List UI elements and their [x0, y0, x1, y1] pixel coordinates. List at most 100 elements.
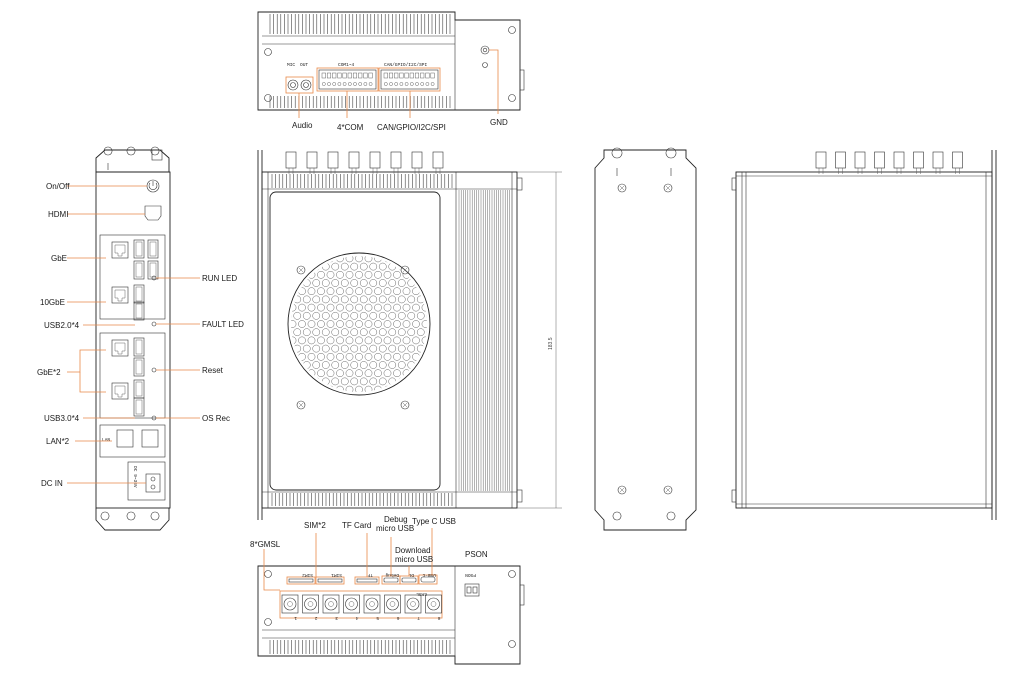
screw-icon — [617, 485, 627, 495]
gmsl-connector-icon — [815, 151, 827, 169]
usb-port-icon — [133, 284, 145, 304]
label-reset: Reset — [202, 366, 224, 375]
ethernet-port-icon — [111, 339, 129, 357]
gmsl-port-number: 6 — [397, 615, 400, 621]
gmsl-port-number: 3 — [335, 615, 338, 621]
silk-tf: TF — [367, 572, 373, 578]
line-out-jack-icon — [300, 79, 312, 91]
fan-cover — [269, 191, 441, 491]
usb-port-icon — [147, 260, 159, 280]
gmsl-port-number: 4 — [356, 615, 359, 621]
dimension-height: 183.5 — [548, 337, 554, 350]
label-gmsl: 8*GMSL — [250, 540, 281, 549]
reset-button-icon — [151, 367, 157, 373]
right-view-outline — [594, 149, 697, 531]
silk-debug: Debug — [385, 572, 399, 578]
run-led-icon — [151, 275, 157, 281]
gmsl-port-icon — [404, 594, 422, 614]
fault-led-icon — [151, 321, 157, 327]
back-view — [731, 150, 997, 520]
label-fault-led: FAULT LED — [202, 320, 244, 329]
top-view-outline — [257, 11, 521, 111]
screw-icon — [296, 400, 306, 410]
screw-icon — [508, 94, 516, 102]
usb-port-icon — [133, 301, 145, 321]
lan-port-icon — [116, 429, 134, 448]
label-usb2: USB2.0*4 — [44, 321, 80, 330]
silk-sim1: SIM1 — [331, 572, 342, 578]
screw-icon — [508, 640, 516, 648]
lan-port-icon — [141, 429, 159, 448]
label-lan2: LAN*2 — [46, 437, 70, 446]
front-view: 183.5 — [257, 150, 562, 520]
top-view: MIC OUT COM1~4 CAN/GPIO/I2C/SPI Audio 4*… — [257, 11, 525, 132]
silk-usbc: USB-C — [422, 572, 436, 578]
gmsl-port-number: 7 — [417, 615, 420, 621]
screw-icon — [617, 183, 627, 193]
download-usb-port-icon — [401, 577, 417, 583]
label-typec: Type C USB — [412, 517, 456, 526]
com-terminal-block — [318, 69, 377, 90]
right-side-view — [594, 147, 697, 531]
silk-pson: PSON — [465, 572, 476, 578]
screw-icon — [264, 48, 272, 56]
label-tf: TF Card — [342, 521, 371, 530]
debug-usb-port-icon — [383, 577, 399, 583]
screw-icon — [400, 400, 410, 410]
screw-icon — [508, 570, 516, 578]
label-onoff: On/Off — [46, 182, 70, 191]
gmsl-connector-icon — [306, 151, 318, 169]
silk-gmsl: GMSL — [416, 591, 427, 597]
label-os-rec: OS Rec — [202, 414, 230, 423]
usb-port-icon — [133, 397, 145, 417]
usb-port-icon — [133, 239, 145, 259]
gmsl-connector-icon — [874, 151, 885, 169]
label-debug-1: Debug — [384, 515, 408, 524]
usb-port-icon — [147, 239, 159, 259]
label-debug-2: micro USB — [376, 524, 414, 533]
gmsl-port-number: 5 — [376, 615, 379, 621]
label-audio: Audio — [292, 121, 313, 130]
silk-com: COM1~4 — [338, 62, 355, 68]
screw-icon — [296, 265, 306, 275]
screw-icon — [400, 265, 410, 275]
gmsl-connector-icon — [913, 151, 924, 169]
gmsl-port-icon — [322, 594, 340, 614]
gmsl-connector-icon — [327, 151, 339, 169]
gmsl-connector-icon — [348, 151, 360, 169]
label-pson: PSON — [465, 550, 488, 559]
gmsl-connector-icon — [893, 151, 905, 169]
gmsl-connector-icon — [854, 151, 866, 169]
gmsl-port-icon — [384, 594, 401, 614]
usb-port-icon — [133, 260, 145, 280]
sim1-slot — [317, 578, 343, 583]
screw-icon — [663, 183, 673, 193]
screw-icon — [264, 570, 272, 578]
bottom-view-outline — [257, 565, 521, 665]
gmsl-port-number: 8 — [438, 615, 441, 621]
silk-sim2: SIM2 — [302, 572, 313, 578]
top-view-fins — [269, 14, 451, 108]
gmsl-connector-icon — [952, 151, 963, 169]
label-10gbe: 10GbE — [40, 298, 65, 307]
gmsl-port-number: 2 — [315, 615, 318, 621]
gmsl-connector-icon — [432, 151, 444, 169]
label-can: CAN/GPIO/I2C/SPI — [377, 123, 446, 132]
hdmi-port-icon — [144, 205, 162, 221]
label-gbe: GbE — [51, 254, 67, 263]
back-view-outline — [735, 171, 993, 509]
ethernet-port-icon — [111, 382, 129, 400]
type-c-port-icon — [420, 576, 436, 583]
can-terminal-block — [380, 69, 439, 90]
fan-grille — [287, 252, 431, 396]
label-gbe2: GbE*2 — [37, 368, 61, 377]
mic-jack-icon — [287, 79, 299, 91]
usb-port-icon — [133, 337, 145, 357]
sim2-slot — [288, 578, 314, 583]
gmsl-connector-icon — [835, 151, 846, 169]
gmsl-connector-icon — [932, 151, 944, 169]
ethernet-port-icon — [111, 241, 129, 259]
label-usb3: USB3.0*4 — [44, 414, 80, 423]
